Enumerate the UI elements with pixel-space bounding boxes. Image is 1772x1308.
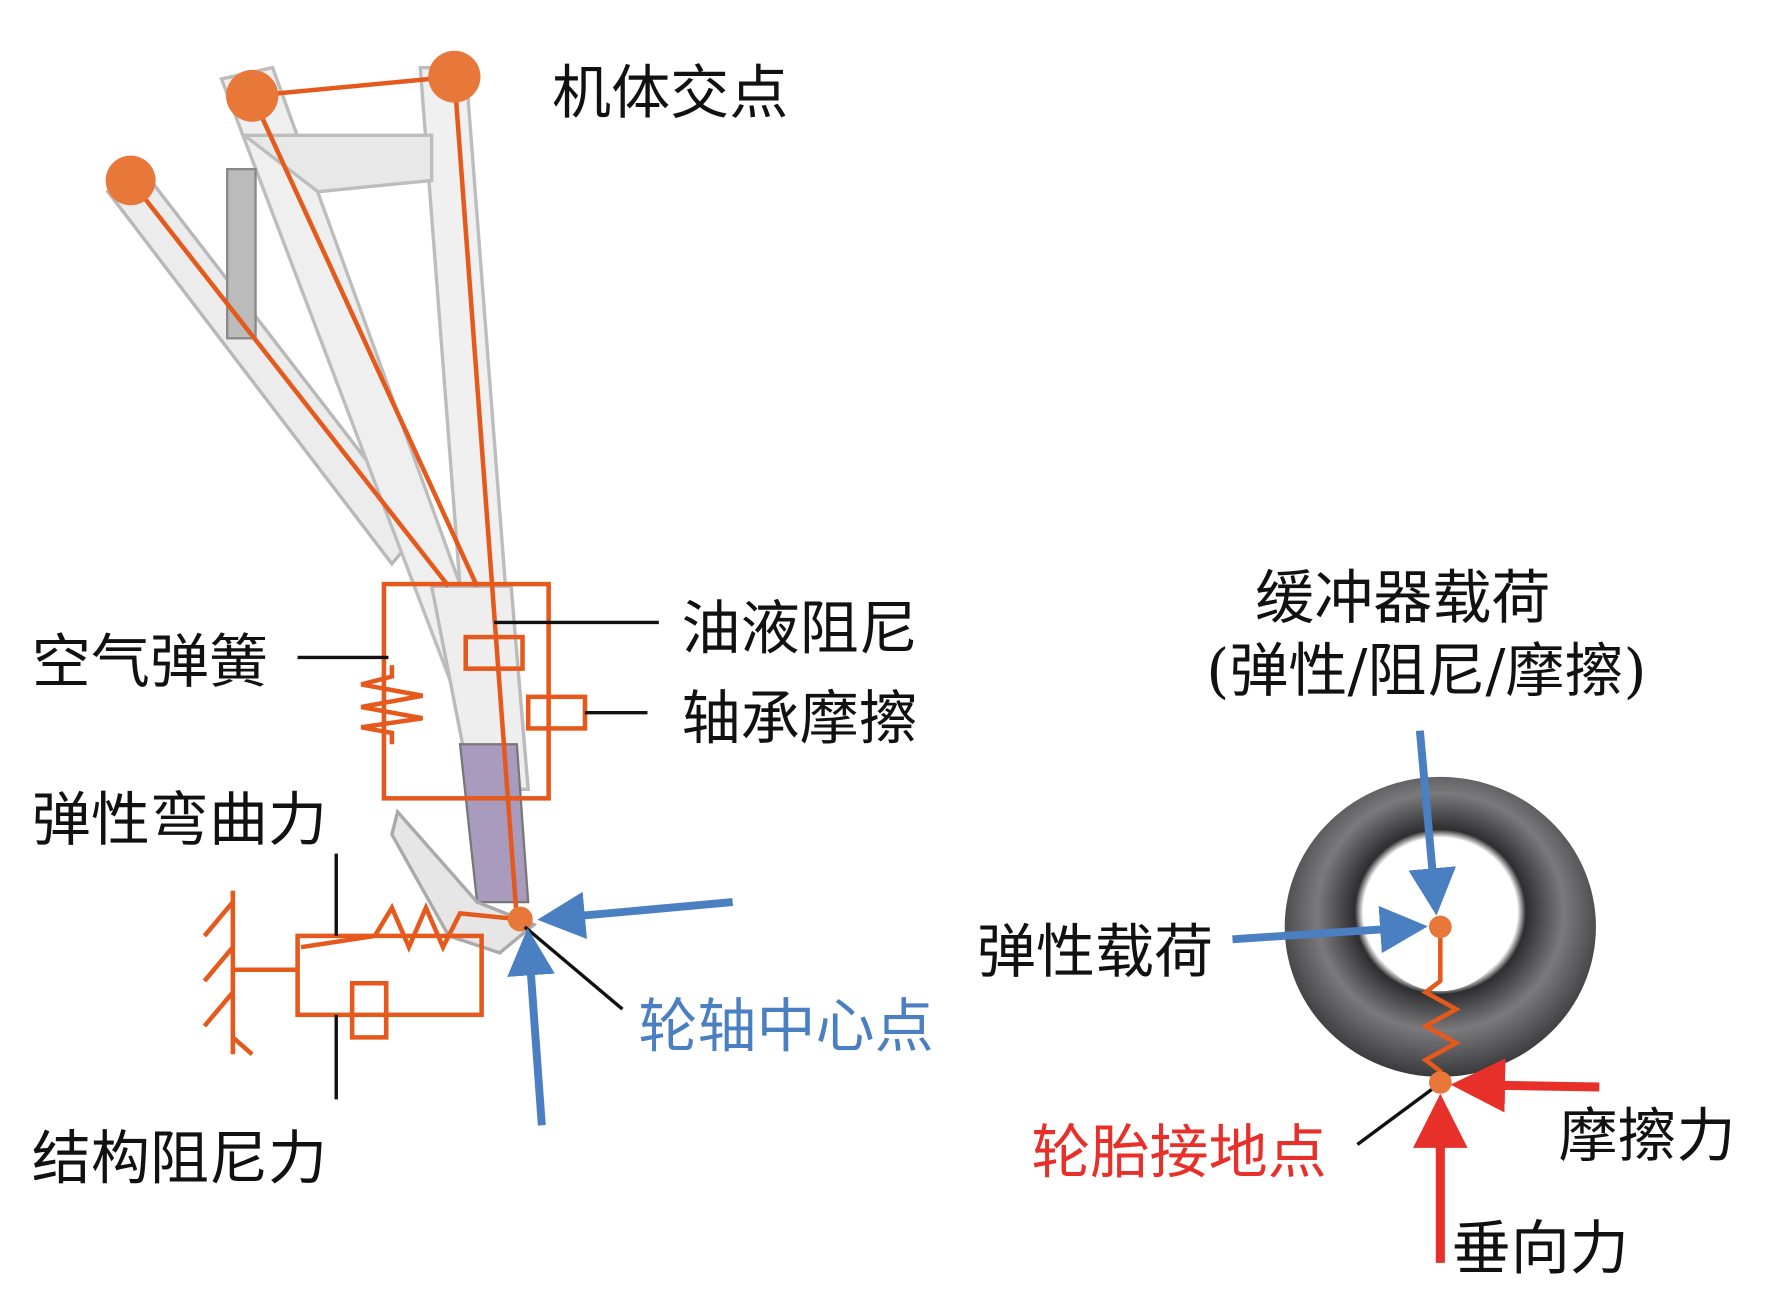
label-oil-damping: 油液阻尼 <box>682 594 918 663</box>
airframe-joint-1 <box>105 155 156 206</box>
axle-horizontal-force-arrow <box>537 891 734 939</box>
elastic-load-arrow <box>1232 905 1428 954</box>
mechanical-model <box>128 74 588 1056</box>
label-bearing-friction: 轴承摩擦 <box>682 684 918 753</box>
label-tire-contact: 轮胎接地点 <box>1031 1118 1326 1187</box>
label-elastic-load: 弹性载荷 <box>977 917 1213 986</box>
axle-vertical-force-arrow <box>507 928 555 1126</box>
label-air-spring: 空气弹簧 <box>32 627 268 696</box>
label-vertical-force: 垂向力 <box>1452 1214 1629 1283</box>
tire-spring <box>1420 926 1461 1083</box>
airframe-joint-2 <box>226 69 279 122</box>
airframe-joint-3 <box>428 50 481 103</box>
label-shock-absorber-detail: (弹性/阻尼/摩擦) <box>1206 636 1646 705</box>
shock-load-arrow <box>1408 730 1457 916</box>
label-airframe-joint: 机体交点 <box>552 58 788 127</box>
label-structural-damping: 结构阻尼力 <box>32 1124 327 1193</box>
label-axle-center: 轮轴中心点 <box>638 992 933 1061</box>
label-elastic-bending: 弹性弯曲力 <box>32 785 327 854</box>
tire-contact-point <box>1428 1071 1452 1094</box>
friction-force-arrow <box>1450 1058 1600 1113</box>
label-shock-absorber-load: 缓冲器载荷 <box>1255 563 1550 632</box>
label-friction-force: 摩擦力 <box>1558 1101 1735 1170</box>
wheel-center-point <box>1428 915 1452 939</box>
axle-center-point <box>507 906 533 932</box>
